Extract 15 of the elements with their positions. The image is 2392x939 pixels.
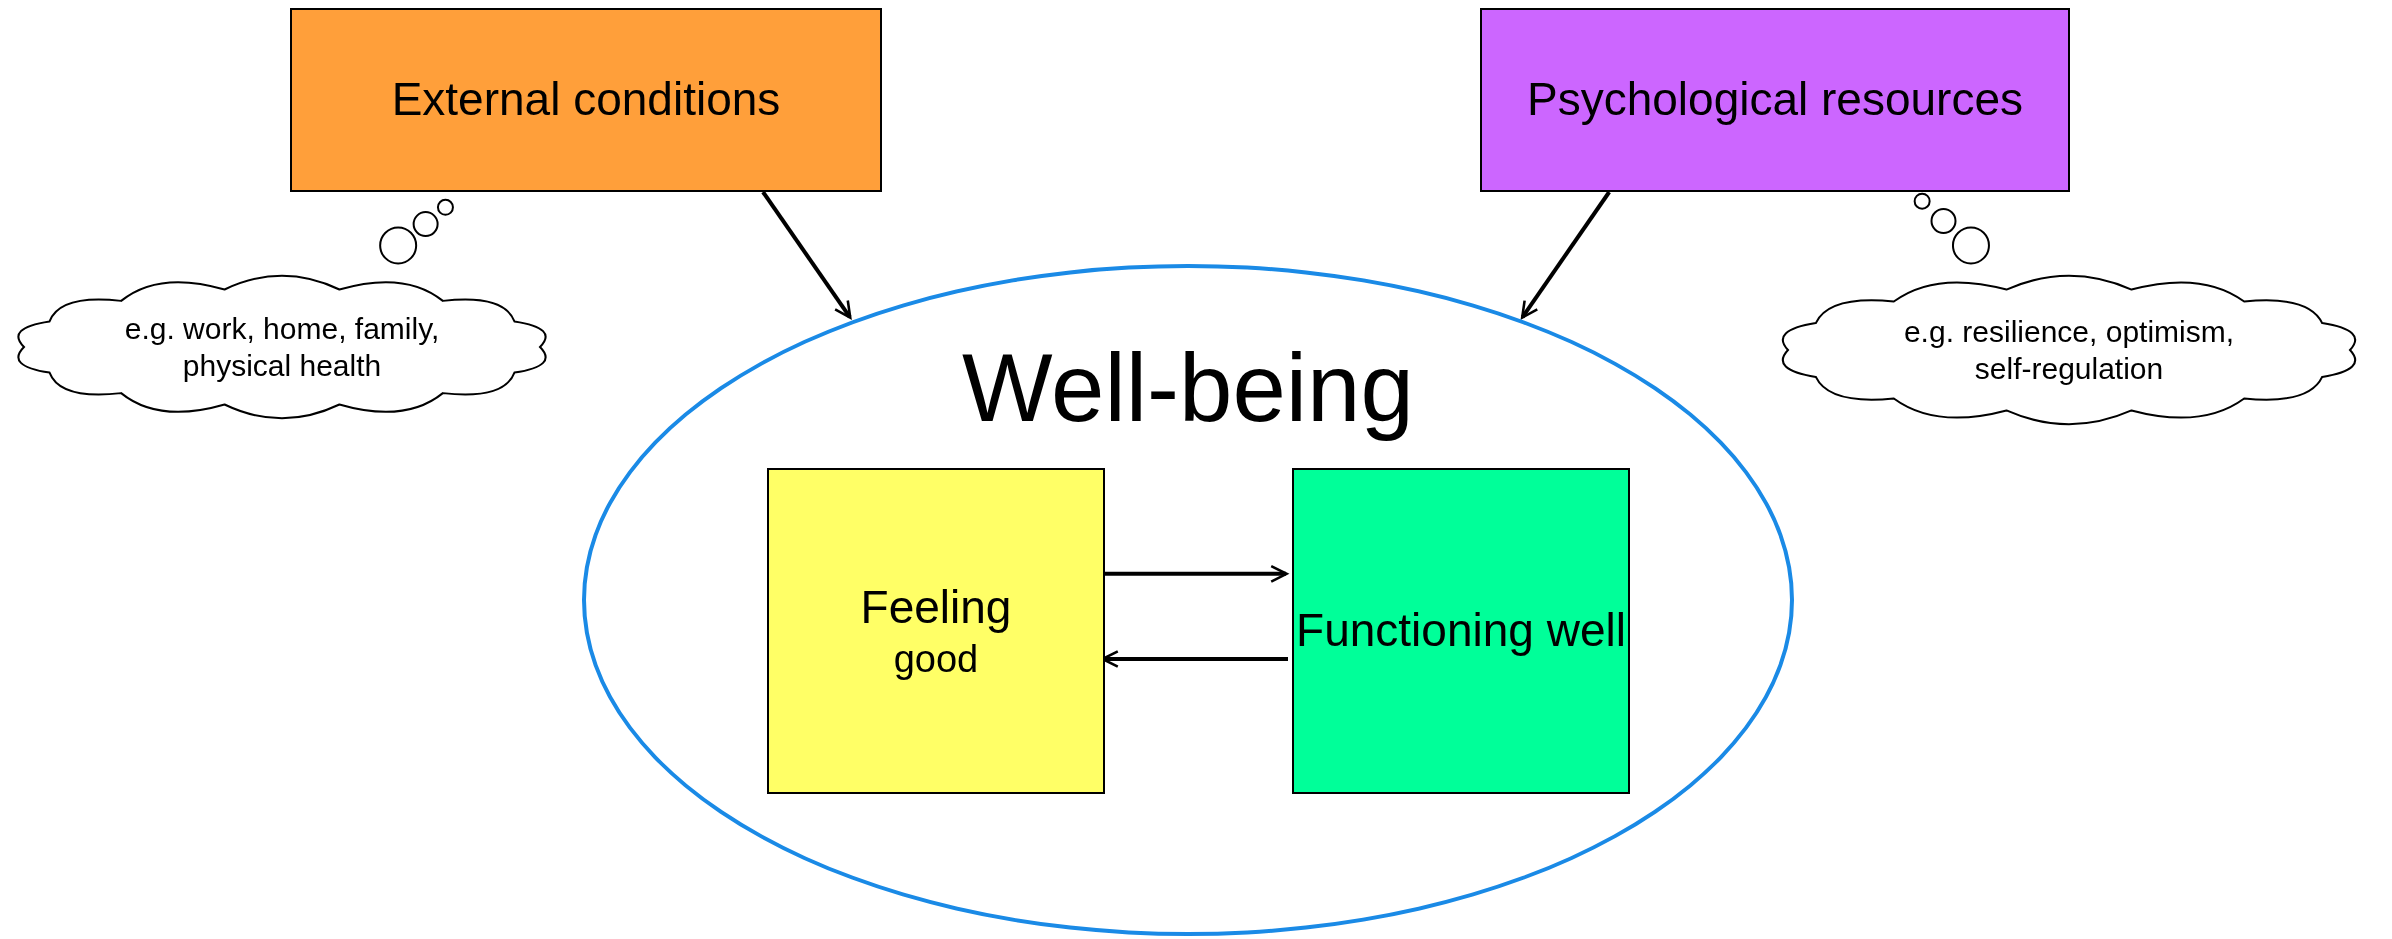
node-label: e.g. work, home, family, physical health (123, 310, 441, 384)
node-label: Psychological resources (1527, 72, 2023, 128)
process-box (290, 8, 882, 192)
arrow (761, 190, 852, 319)
node-label: External conditions (391, 72, 781, 128)
process-box (1480, 8, 2070, 192)
node-label: Feeling (860, 579, 1012, 635)
node-label: e.g. resilience, optimism, self-regulation (1902, 313, 2236, 387)
node-label: good (893, 637, 979, 682)
process-box (1292, 468, 1630, 794)
arrow (1520, 190, 1611, 319)
node-label: Functioning well (1296, 603, 1626, 659)
group-title: Well-being (962, 333, 1414, 443)
group-ellipse (582, 264, 1794, 936)
process-box (767, 468, 1105, 794)
